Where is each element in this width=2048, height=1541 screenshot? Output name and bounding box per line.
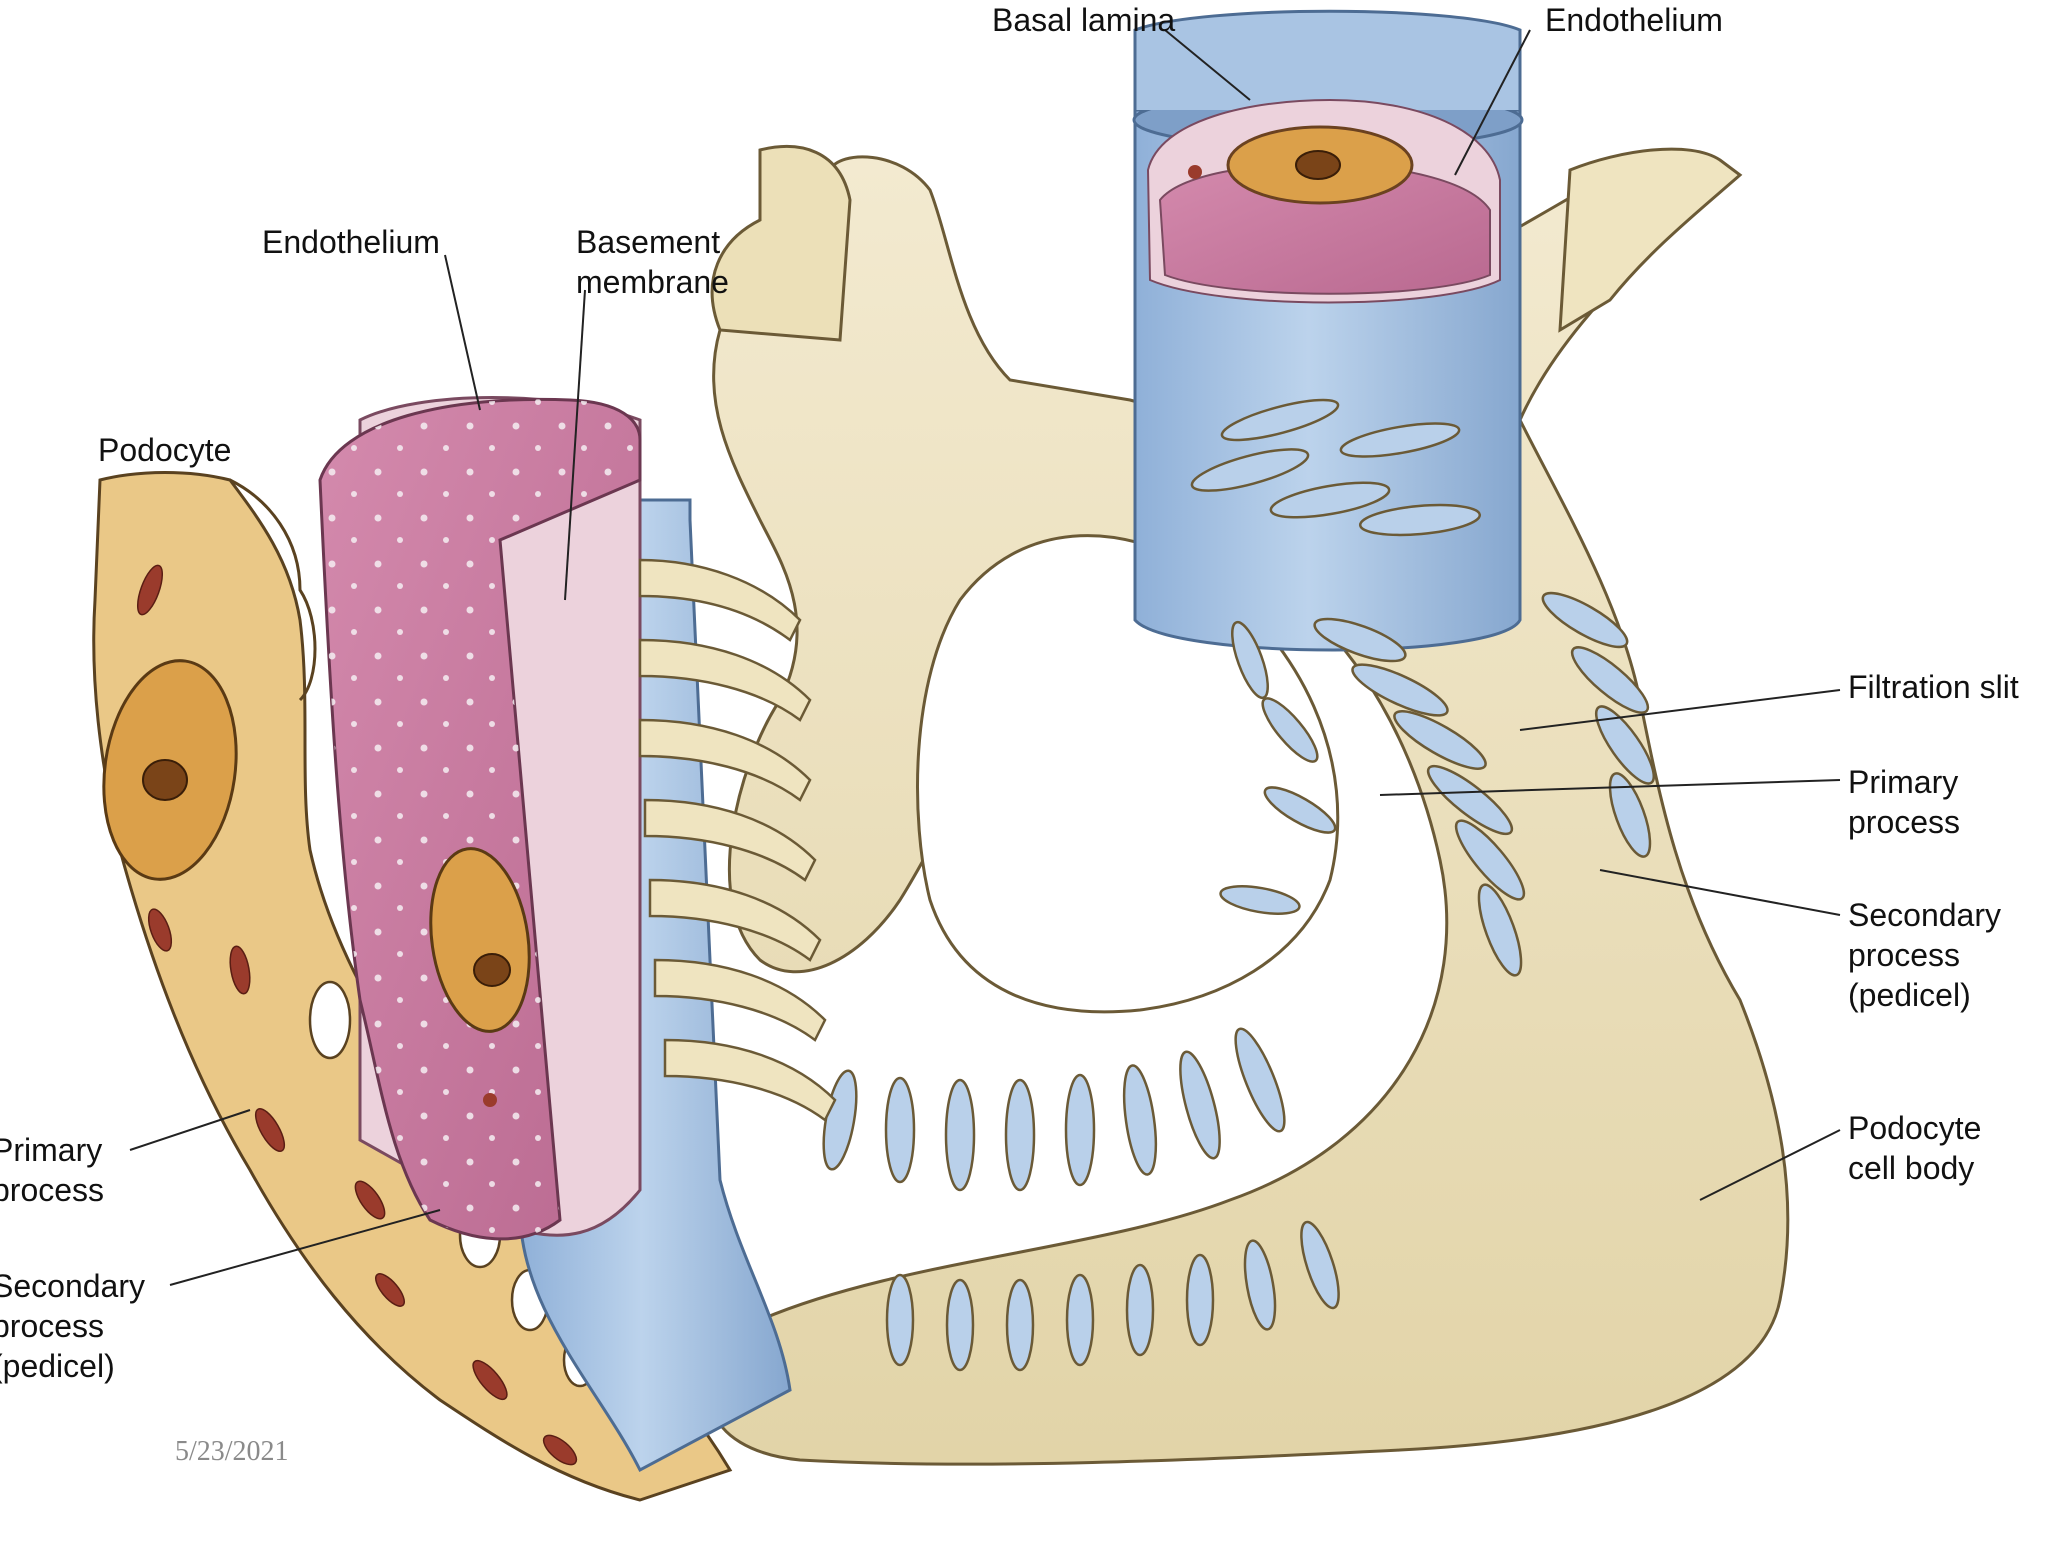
label-primary-process-right: Primary process — [1848, 762, 1960, 842]
vertical-capillary — [1132, 9, 1524, 652]
label-secondary-process-left-line2: process — [0, 1308, 105, 1344]
label-podocyte: Podocyte — [98, 432, 232, 468]
label-filtration-slit: Filtration slit — [1848, 669, 2019, 705]
label-primary-process-left: Primary process — [0, 1130, 104, 1210]
pedicels-diagonal — [638, 558, 837, 1122]
label-primary-process-right-line1: Primary — [1848, 764, 1959, 800]
label-primary-process-left-line2: process — [0, 1172, 105, 1208]
pedicel-interdigitations — [822, 398, 1656, 1372]
label-podocyte-cell-body-line1: Podocyte — [1848, 1110, 1982, 1146]
label-secondary-process-right-line2: process — [1848, 937, 1961, 973]
label-secondary-process-left-line3: (pedicel) — [0, 1348, 115, 1384]
label-primary-process-left-line1: Primary — [0, 1132, 103, 1168]
label-secondary-process-right-line3: (pedicel) — [1848, 977, 1971, 1013]
label-primary-process-right-line2: process — [1848, 804, 1961, 840]
label-basement-membrane: Basement membrane — [576, 222, 729, 302]
label-podocyte-cell-body-line2: cell body — [1848, 1150, 1975, 1186]
label-secondary-process-left-line1: Secondary — [0, 1268, 145, 1304]
label-secondary-process-left: Secondary process (pedicel) — [0, 1266, 145, 1386]
label-basement-membrane-line2: membrane — [576, 264, 729, 300]
label-podocyte-cell-body: Podocyte cell body — [1848, 1108, 1981, 1188]
label-secondary-process-right: Secondary process (pedicel) — [1848, 895, 2001, 1015]
label-endothelium-top: Endothelium — [1545, 2, 1723, 38]
label-basal-lamina: Basal lamina — [992, 2, 1176, 38]
label-secondary-process-right-line1: Secondary — [1848, 897, 2001, 933]
label-basement-membrane-line1: Basement — [576, 224, 721, 260]
leader-lines — [129, 29, 1841, 1286]
slide-date: 5/23/2021 — [175, 1436, 289, 1467]
label-endothelium-left: Endothelium — [262, 224, 440, 260]
